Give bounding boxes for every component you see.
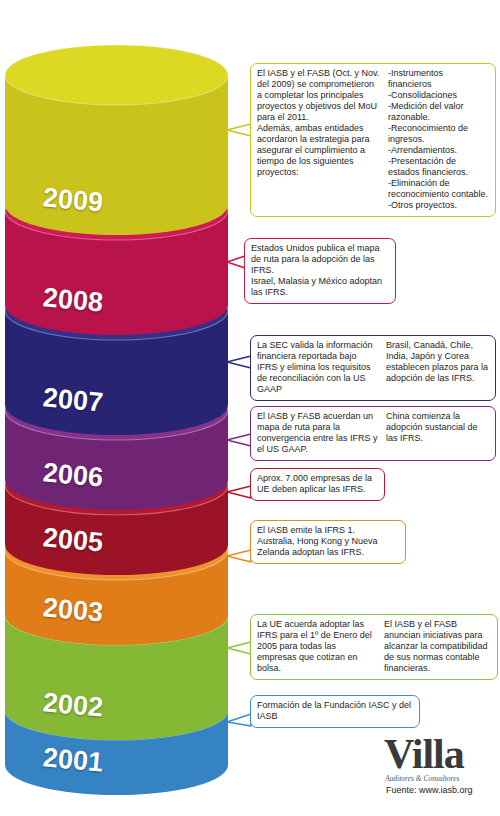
callout-column: Formación de la Fundación IASC y del IAS… [257, 700, 413, 722]
year-label: 2002 [42, 687, 105, 723]
callout-text: China comienza la adopción sustancial de… [386, 411, 489, 444]
callout-box: La UE acuerda adoptar las IFRS para el 1… [250, 614, 498, 680]
callout-text: -Presentación de estados financieros. [388, 156, 489, 178]
callout-text: Aprox. 7.000 empresas de la UE deben apl… [257, 473, 378, 495]
callout-text: -Reconocimiento de ingresos. [388, 123, 489, 145]
year-label: 2001 [42, 742, 105, 778]
callout-text: Israel, Malasia y México adoptan las IFR… [251, 276, 389, 298]
callout-column: La UE acuerda adoptar las IFRS para el 1… [257, 619, 377, 674]
callout-text: El IASB y el FASB anuncian iniciativas p… [384, 619, 491, 674]
year-label: 2007 [42, 382, 105, 418]
callout-text: Brasil, Canadá, Chile, India, Japón y Co… [386, 340, 489, 384]
year-cylinder: 2009 [5, 45, 228, 235]
callout-tail [227, 550, 251, 562]
year-label: 2006 [42, 457, 105, 493]
year-label: 2005 [42, 522, 105, 558]
callout-text: -Consolidaciones [388, 90, 489, 101]
callout-text: El IASB emite la IFRS 1. [257, 525, 399, 536]
cylinder-top [5, 45, 228, 105]
callout-text: -Eliminación de reconocimiento contable. [388, 178, 489, 200]
callout-box: El IASB y el FASB (Oct. y Nov. del 2009)… [250, 63, 496, 217]
callout-text: El IASB y el FASB (Oct. y Nov. del 2009)… [257, 68, 381, 123]
logo-wordmark: Villa [384, 734, 498, 774]
callout-text: -Arrendamientos. [388, 145, 489, 156]
callout-column: La SEC valida la información financiera … [257, 340, 379, 395]
callout-text: Australia, Hong Kong y Nueva Zelanda ado… [257, 536, 399, 558]
callout-column: El IASB y FASB acuerdan un mapa de ruta … [257, 411, 379, 455]
callout-box: Estados Unidos publica el mapa de ruta p… [244, 238, 396, 304]
year-label: 2003 [42, 592, 105, 628]
callout-box: La SEC valida la información financiera … [250, 335, 496, 401]
callout-column: El IASB y el FASB anuncian iniciativas p… [384, 619, 491, 674]
callout-text: El IASB y FASB acuerdan un mapa de ruta … [257, 411, 379, 455]
callout-column: El IASB y el FASB (Oct. y Nov. del 2009)… [257, 68, 381, 211]
year-label: 2009 [42, 182, 105, 218]
logo-block: VillaAuditores & ConsultoresFuente: www.… [380, 734, 498, 796]
callout-text: Formación de la Fundación IASC y del IAS… [257, 700, 413, 722]
callout-tail [227, 256, 245, 268]
callout-box: El IASB y FASB acuerdan un mapa de ruta … [250, 406, 496, 461]
callout-column: Estados Unidos publica el mapa de ruta p… [251, 243, 389, 298]
callout-tail [227, 434, 251, 446]
source-note: Fuente: www.iasb.org [386, 784, 498, 796]
callout-column: Aprox. 7.000 empresas de la UE deben apl… [257, 473, 378, 495]
callout-tail [227, 486, 251, 498]
callout-box: El IASB emite la IFRS 1.Australia, Hong … [250, 520, 406, 564]
callout-text: La SEC valida la información financiera … [257, 340, 379, 395]
callout-column: China comienza la adopción sustancial de… [386, 411, 489, 455]
callout-tail [227, 124, 251, 136]
callout-box: Aprox. 7.000 empresas de la UE deben apl… [250, 468, 385, 501]
callout-tail [227, 714, 251, 726]
callout-text: -Instrumentos financieros [388, 68, 489, 90]
callout-text: Además, ambas entidades acordaron la est… [257, 123, 381, 178]
callout-text: La UE acuerda adoptar las IFRS para el 1… [257, 619, 377, 674]
callout-text: -Otros proyectos. [388, 200, 489, 211]
cylinder-shape [5, 45, 228, 235]
logo-tagline: Auditores & Consultores [385, 774, 498, 784]
callout-box: Formación de la Fundación IASC y del IAS… [250, 695, 420, 728]
callout-text: Estados Unidos publica el mapa de ruta p… [251, 243, 389, 276]
callout-column: -Instrumentos financieros-Consolidacione… [388, 68, 489, 211]
callout-text: -Medición del valor razonable. [388, 101, 489, 123]
callout-tail [227, 356, 251, 368]
callout-tail [227, 642, 251, 654]
year-label: 2008 [42, 282, 105, 318]
callout-column: Brasil, Canadá, Chile, India, Japón y Co… [386, 340, 489, 395]
callout-column: El IASB emite la IFRS 1.Australia, Hong … [257, 525, 399, 558]
